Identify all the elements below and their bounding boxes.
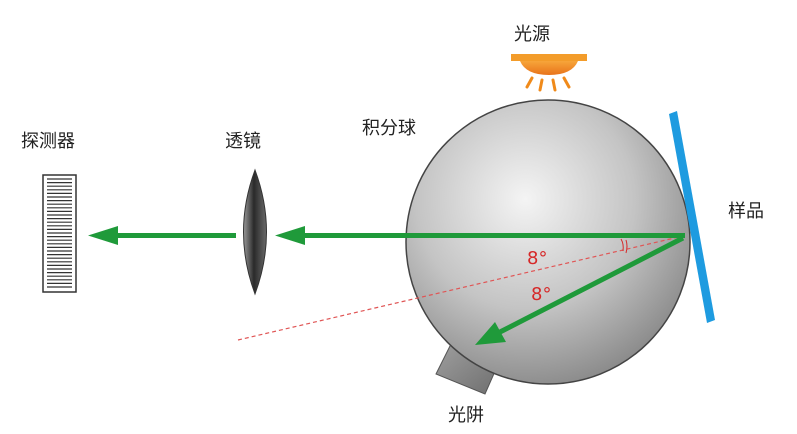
label-lens: 透镜 <box>225 131 261 152</box>
angle-label-upper: 8° <box>527 248 547 269</box>
integrating-sphere <box>405 99 691 385</box>
light-beams <box>88 226 685 245</box>
label-integrating-sphere: 积分球 <box>362 118 416 139</box>
normal-dashed-line <box>237 235 684 341</box>
detector <box>42 174 77 293</box>
light-source <box>511 54 587 92</box>
label-light-source: 光源 <box>514 24 550 45</box>
lens <box>243 168 267 296</box>
label-light-trap: 光阱 <box>448 405 484 426</box>
angle-label-lower: 8° <box>531 284 551 305</box>
angle-arcs <box>620 238 628 254</box>
label-detector: 探测器 <box>21 131 75 152</box>
reflected-beam <box>475 235 685 345</box>
sample <box>669 111 715 323</box>
label-sample: 样品 <box>728 201 764 222</box>
